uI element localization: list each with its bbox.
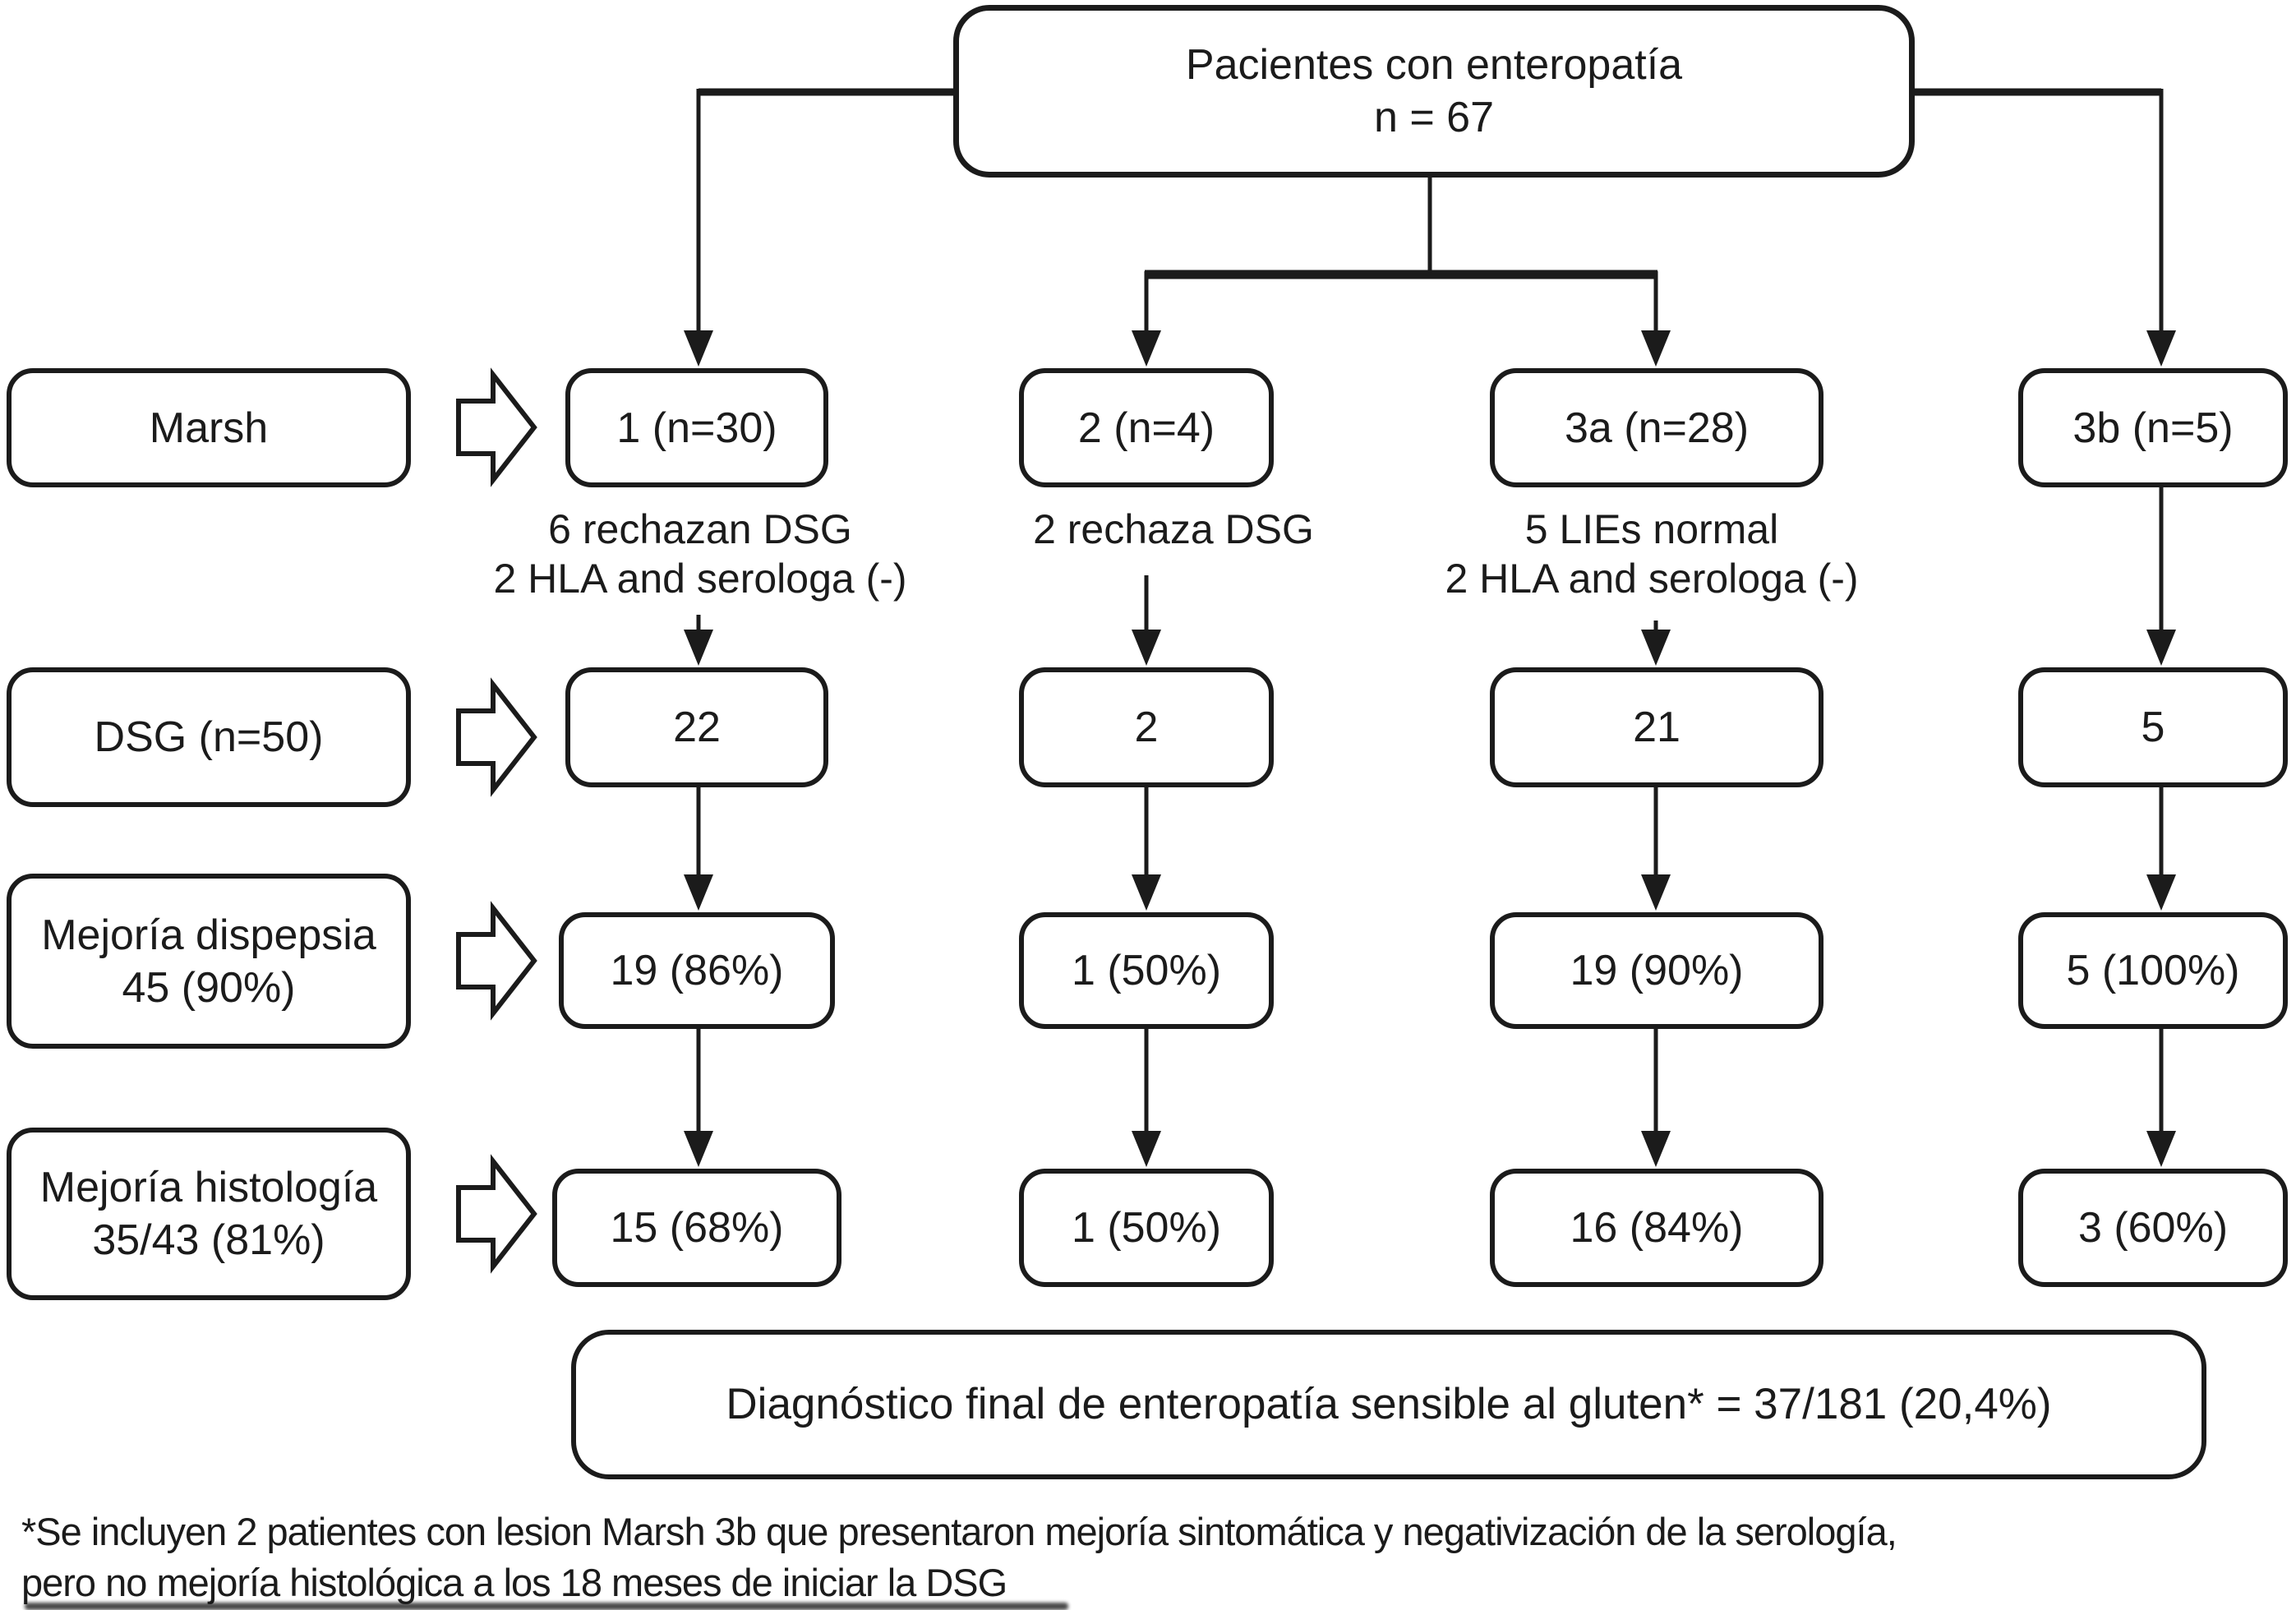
dispepsia-box-col1: 19 (86%) [559,912,835,1029]
row-label-subtext: 45 (90%) [122,963,296,1012]
arrowhead-icon [1641,1131,1671,1167]
final-diagnosis-text: Diagnóstico final de enteropatía sensibl… [726,1380,2052,1428]
arrowhead-icon [2146,1131,2176,1167]
histologia-box-col3: 16 (84%) [1490,1169,1823,1287]
block-arrow-icon [456,367,537,487]
row-label-subtext: 35/43 (81%) [92,1216,325,1264]
arrowhead-icon [1132,874,1161,911]
row-label-histologia: Mejoría histología 35/43 (81%) [7,1128,411,1300]
dispepsia-box-value: 19 (86%) [610,947,784,994]
arrowhead-icon [2146,874,2176,911]
arrowhead-icon [1641,330,1671,367]
note-line: 2 HLA and serologa (-) [1445,556,1859,602]
footnote-line-2: pero no mejoría histológica a los 18 mes… [21,1561,1007,1604]
root-title: Pacientes con enteropatía [1185,41,1683,89]
arrowhead-icon [2146,630,2176,666]
dsg-box-value: 22 [673,704,721,751]
dsg-box-col3: 21 [1490,667,1823,787]
note-line: 2 rechaza DSG [1033,506,1314,552]
block-arrow-icon [456,677,537,797]
marsh-box-value: 2 (n=4) [1077,404,1215,452]
dispepsia-box-col2: 1 (50%) [1019,912,1274,1029]
root-n: n = 67 [1373,94,1495,141]
marsh-box-value: 1 (n=30) [616,404,777,452]
arrowhead-icon [1132,1131,1161,1167]
marsh-box-col4: 3b (n=5) [2018,368,2288,487]
histologia-box-col2: 1 (50%) [1019,1169,1274,1287]
row-label-text: DSG (n=50) [94,713,324,761]
block-arrow-icon [456,1154,537,1274]
dispepsia-box-col3: 19 (90%) [1490,912,1823,1029]
histologia-box-value: 3 (60%) [2077,1204,2229,1252]
dsg-box-col4: 5 [2018,667,2288,787]
marsh-box-value: 3b (n=5) [2072,404,2234,452]
root-box: Pacientes con enteropatía n = 67 [953,5,1915,178]
row-label-text: Mejoría histología [39,1164,378,1211]
arrowhead-icon [684,874,713,911]
note-line: 5 LIEs normal [1524,506,1779,552]
footnote-line-1: *Se incluyen 2 patientes con lesion Mars… [21,1510,1897,1553]
histologia-box-value: 1 (50%) [1071,1204,1222,1252]
histologia-box-col4: 3 (60%) [2018,1169,2288,1287]
marsh-box-col2: 2 (n=4) [1019,368,1274,487]
marsh-box-value: 3a (n=28) [1564,404,1750,452]
arrowhead-icon [684,1131,713,1167]
row-label-dsg: DSG (n=50) [7,667,411,807]
connector-lines [696,88,2164,1134]
dispepsia-box-value: 1 (50%) [1071,947,1222,994]
row-label-text: Marsh [149,404,269,452]
arrowhead-icon [1132,330,1161,367]
dsg-box-col2: 2 [1019,667,1274,787]
note-line: 2 HLA and serologa (-) [493,556,907,602]
arrowhead-icon [684,630,713,666]
row-label-dispepsia: Mejoría dispepsia 45 (90%) [7,874,411,1049]
arrowhead-icon [1132,630,1161,666]
final-diagnosis-box: Diagnóstico final de enteropatía sensibl… [571,1330,2206,1479]
marsh-box-col1: 1 (n=30) [565,368,828,487]
arrowhead-icon [684,330,713,367]
block-arrows [456,367,537,1274]
row-label-marsh: Marsh [7,368,411,487]
histologia-box-value: 15 (68%) [610,1204,784,1252]
arrowheads [684,330,2176,1167]
arrowhead-icon [1641,874,1671,911]
exclusion-note-col1: 6 rechazan DSG 2 HLA and serologa (-) [493,505,906,603]
dsg-box-value: 21 [1633,704,1681,751]
block-arrow-icon [456,901,537,1021]
scan-artifact [25,1603,1068,1610]
note-line: 6 rechazan DSG [548,506,852,552]
dsg-box-col1: 22 [565,667,828,787]
dsg-box-value: 2 [1134,704,1159,751]
exclusion-note-col2: 2 rechaza DSG [1033,505,1314,554]
arrowhead-icon [1641,630,1671,666]
dispepsia-box-col4: 5 (100%) [2018,912,2288,1029]
dispepsia-box-value: 19 (90%) [1570,947,1744,994]
arrowhead-icon [2146,330,2176,367]
histologia-box-col1: 15 (68%) [552,1169,841,1287]
marsh-box-col3: 3a (n=28) [1490,368,1823,487]
dispepsia-box-value: 5 (100%) [2066,947,2240,994]
histologia-box-value: 16 (84%) [1570,1204,1744,1252]
dsg-box-value: 5 [2141,704,2165,751]
row-label-text: Mejoría dispepsia [41,911,376,959]
exclusion-note-col3: 5 LIEs normal 2 HLA and serologa (-) [1445,505,1858,603]
